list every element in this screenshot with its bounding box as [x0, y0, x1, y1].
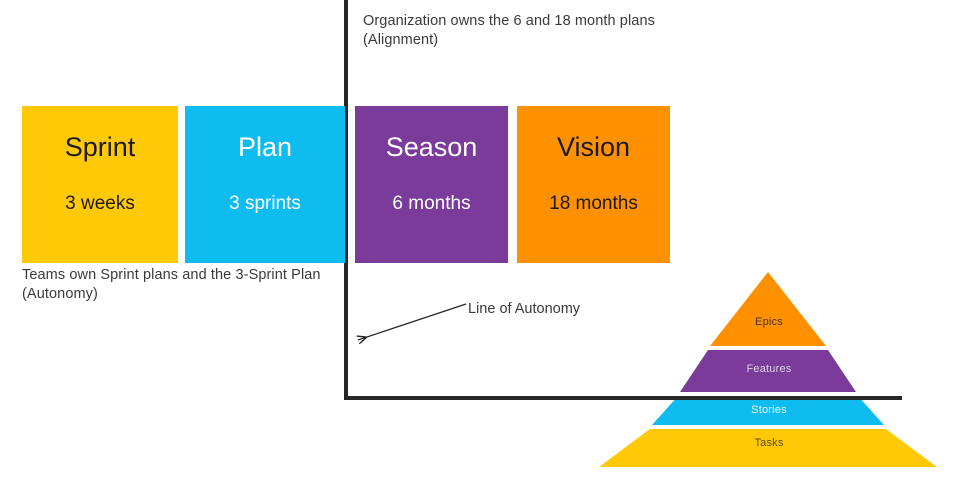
- cadence-duration-plan: 3 sprints: [229, 193, 301, 214]
- cadence-box-vision[interactable]: Vision 18 months: [517, 106, 670, 263]
- cadence-box-sprint[interactable]: Sprint 3 weeks: [22, 106, 178, 263]
- pyramid-band-features[interactable]: [680, 350, 856, 392]
- alignment-caption: Organization owns the 6 and 18 month pla…: [363, 13, 655, 48]
- line-of-autonomy-arrow-icon: [348, 303, 467, 348]
- work-item-pyramid: Epics Features Stories Tasks: [598, 270, 940, 470]
- pyramid-band-stories[interactable]: [652, 396, 884, 425]
- vertical-divider-line: [344, 0, 348, 400]
- autonomy-caption: Teams own Sprint plans and the 3-Sprint …: [22, 267, 321, 302]
- cadence-title-season: Season: [385, 132, 478, 162]
- cadence-title-plan: Plan: [237, 132, 293, 162]
- cadence-box-season[interactable]: Season 6 months: [355, 106, 508, 263]
- cadence-title-vision: Vision: [556, 132, 631, 162]
- cadence-box-plan[interactable]: Plan 3 sprints: [185, 106, 345, 263]
- cadence-duration-sprint: 3 weeks: [65, 193, 135, 214]
- pyramid-band-epics[interactable]: [710, 272, 826, 346]
- cadence-title-sprint: Sprint: [64, 132, 136, 162]
- cadence-duration-season: 6 months: [392, 193, 471, 214]
- horizontal-baseline-overlay: [344, 396, 902, 400]
- cadence-duration-vision: 18 months: [549, 193, 638, 214]
- pyramid-band-tasks[interactable]: [599, 429, 937, 467]
- line-of-autonomy-label: Line of Autonomy: [468, 301, 581, 317]
